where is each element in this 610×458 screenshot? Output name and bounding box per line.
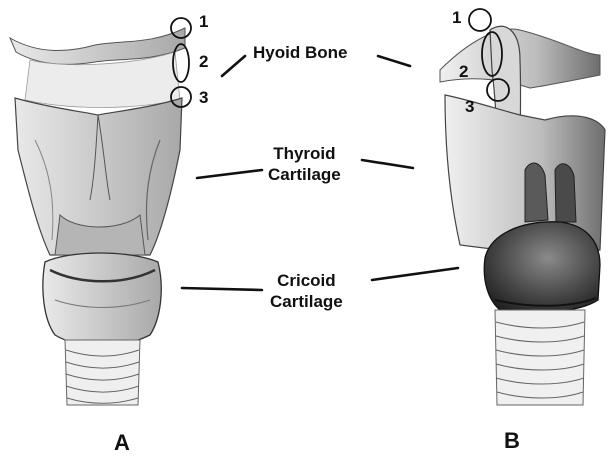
panel-b-marker-1: 1 xyxy=(452,8,461,28)
thyroid-leader-left xyxy=(197,170,262,178)
hyoid-leader-right xyxy=(378,56,410,66)
cricoid-cartilage-label: Cricoid Cartilage xyxy=(270,270,343,312)
panel-a-trachea xyxy=(65,340,140,405)
panel-a-marker-3: 3 xyxy=(199,88,208,108)
cricoid-leader-right xyxy=(372,268,458,280)
thyroid-cartilage-label: Thyroid Cartilage xyxy=(268,143,341,185)
hyoid-bone-label: Hyoid Bone xyxy=(253,42,347,63)
thyroid-leader-right xyxy=(362,160,413,168)
panel-a-cricoid-cartilage xyxy=(43,253,161,346)
cricoid-leader-left xyxy=(182,288,262,290)
panel-b-marker-2: 2 xyxy=(459,62,468,82)
panel-b-marker-1-circle xyxy=(469,9,491,31)
panel-b-trachea xyxy=(495,310,585,405)
panel-b-cricoid-cartilage xyxy=(484,222,600,312)
panel-b-letter: B xyxy=(504,428,520,454)
panel-a-marker-2: 2 xyxy=(199,52,208,72)
panel-a-drawing xyxy=(10,28,185,405)
cricoid-label-line1: Cricoid xyxy=(270,270,343,291)
panel-b-drawing xyxy=(440,26,605,405)
panel-b-marker-3: 3 xyxy=(465,97,474,117)
cricoid-label-line2: Cartilage xyxy=(270,291,343,312)
panel-a-letter: A xyxy=(114,430,130,456)
hyoid-leader-left xyxy=(222,56,245,76)
panel-a-marker-1: 1 xyxy=(199,12,208,32)
thyroid-label-line1: Thyroid xyxy=(268,143,341,164)
thyroid-label-line2: Cartilage xyxy=(268,164,341,185)
